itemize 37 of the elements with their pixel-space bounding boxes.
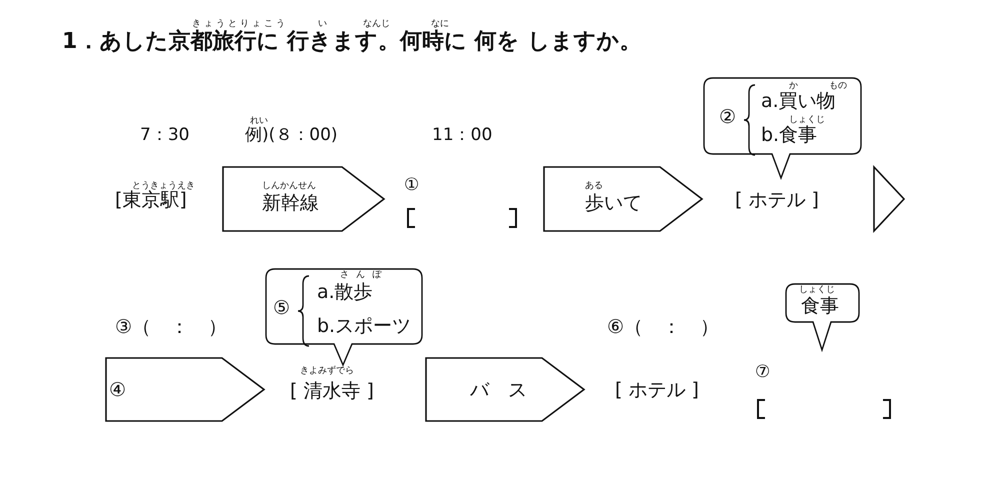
furigana: か [789, 82, 798, 91]
time-label: 例)(８：00) [245, 127, 338, 144]
furigana: れい [250, 117, 268, 126]
furigana: きよみずでら [300, 367, 354, 376]
question-number: ⑤ [273, 299, 290, 318]
furigana: なんじ [363, 20, 390, 29]
place-label: [ ホテル ] [615, 381, 699, 400]
furigana: しんかんせん [262, 182, 316, 191]
furigana: なに [431, 20, 449, 29]
transport-label: 歩いて [585, 194, 642, 213]
furigana: きょうとりょこう [192, 20, 288, 29]
option-text: b.スポーツ [317, 317, 412, 336]
option-text: a.買い物 [761, 92, 836, 111]
furigana: とうきょうえき [132, 182, 195, 191]
furigana: しょくじ [799, 286, 835, 295]
furigana: もの [829, 82, 847, 91]
place-label: [ 清水寺 ] [290, 382, 374, 401]
time-blank: ③（ ： ） [115, 318, 228, 337]
question-number: ① [404, 177, 420, 194]
transport-label: 新幹線 [262, 194, 319, 213]
furigana: しょくじ [789, 116, 825, 125]
question-number: ④ [109, 381, 126, 400]
furigana: い [318, 20, 327, 29]
place-label: [東京駅] [115, 191, 187, 210]
time-blank: ⑥（ ： ） [607, 318, 720, 337]
place-label: [ ホテル ] [735, 191, 819, 210]
time-label: 7：30 [140, 127, 190, 144]
question-number: ② [719, 108, 736, 127]
transport-label: バス [470, 381, 546, 400]
furigana: ある [585, 182, 603, 191]
question-number: ⑦ [755, 364, 770, 381]
time-label: 11：00 [432, 127, 492, 144]
option-text: b.食事 [761, 126, 818, 145]
title: 1．あした京都旅行に 行きます。何時に 何を しますか。 [62, 31, 642, 53]
activity-label: 食事 [801, 297, 839, 316]
option-text: a.散歩 [317, 283, 373, 302]
furigana: さんぽ [340, 271, 389, 280]
